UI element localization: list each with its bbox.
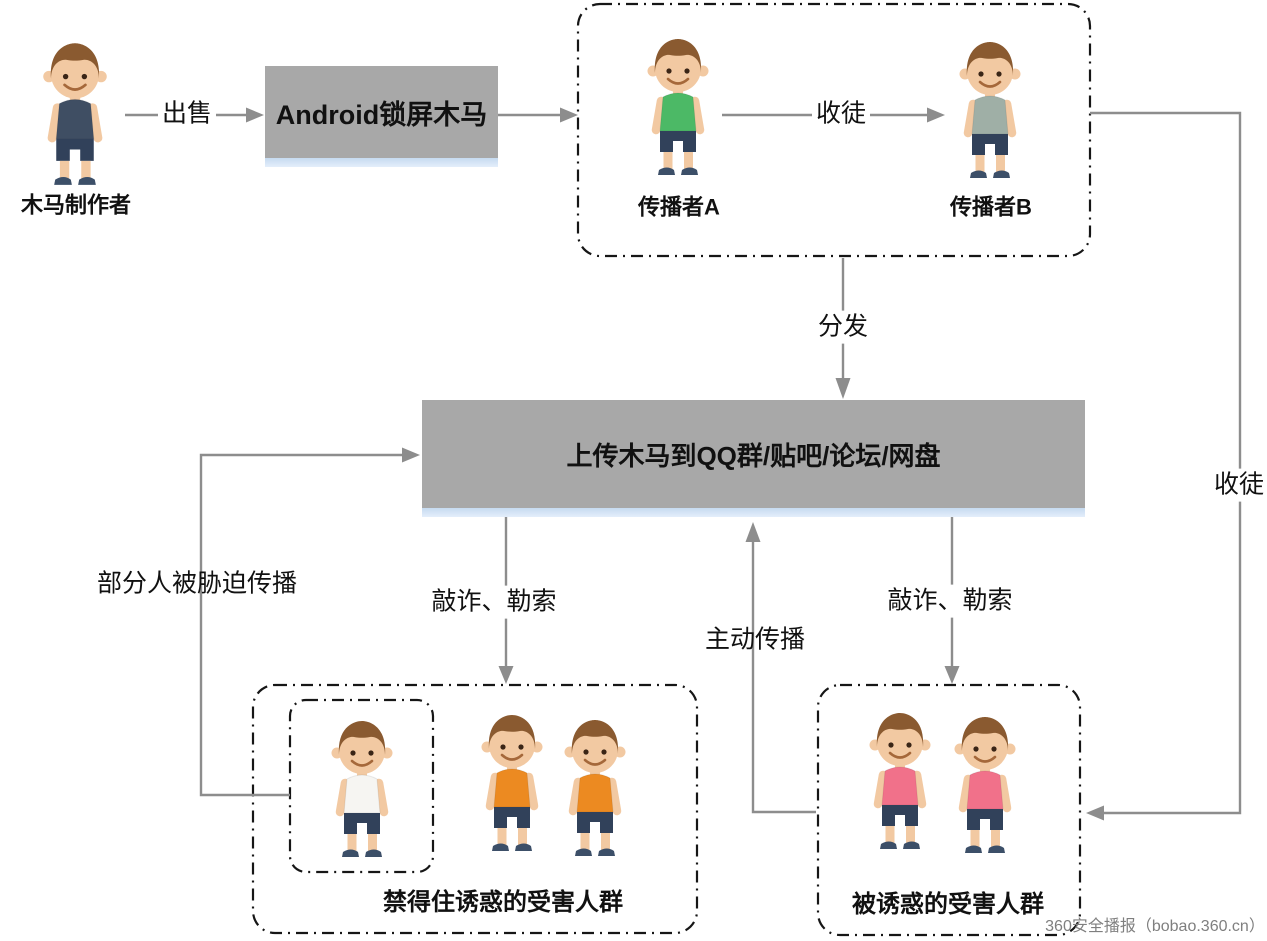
arrowhead-active-spread xyxy=(745,522,761,542)
upload-node-box: 上传木马到QQ群/贴吧/论坛/网盘 xyxy=(422,400,1085,517)
arrowhead-coerced xyxy=(402,447,420,463)
edge-label-recruit-top: 收徒 xyxy=(811,97,871,131)
spreaders-group-border xyxy=(576,2,1092,258)
connector-coerced xyxy=(199,453,402,797)
figure-resist-victim-white xyxy=(314,712,410,864)
watermark-360-bobao: 360安全播报（bobao.360.cn） xyxy=(1045,918,1265,935)
edge-label-distribute: 分发 xyxy=(813,310,873,344)
edge-label-coerced: 部分人被胁迫传播 xyxy=(96,569,298,598)
caption-resist-victims: 禁得住诱惑的受害人群 xyxy=(383,889,623,917)
arrowhead-sell xyxy=(246,107,264,123)
label-spreader-a: 传播者A xyxy=(638,194,720,220)
tempted-victims-group-border xyxy=(816,683,1082,937)
arrowhead-distribute xyxy=(835,378,851,399)
edge-label-sell: 出售 xyxy=(157,97,217,131)
resist-inner-border xyxy=(288,698,435,874)
connector-active-spread xyxy=(751,542,816,814)
figure-tempted-victim-pink-1 xyxy=(852,704,948,856)
edge-label-extort-right: 敲诈、勒索 xyxy=(883,584,1017,618)
figure-resist-victim-orange-1 xyxy=(464,706,560,858)
label-spreader-b: 传播者B xyxy=(950,194,1032,220)
arrowhead-extort-right xyxy=(944,666,960,684)
edge-label-extort-left: 敲诈、勒索 xyxy=(427,585,561,619)
figure-trojan-maker xyxy=(25,34,125,192)
resist-victims-group-border xyxy=(251,683,699,935)
trojan-node-box: Android锁屏木马 xyxy=(265,66,498,167)
caption-tempted-victims: 被诱惑的受害人群 xyxy=(852,891,1044,919)
figure-resist-victim-orange-2 xyxy=(547,711,643,863)
figure-spreader-a xyxy=(630,30,726,182)
figure-tempted-victim-pink-2 xyxy=(937,708,1033,860)
arrowhead-recruit-right xyxy=(1086,805,1104,821)
figure-spreader-b xyxy=(942,33,1038,185)
arrowhead-extort-left xyxy=(498,666,514,684)
label-trojan-maker: 木马制作者 xyxy=(20,192,132,218)
arrowhead-recruit-top xyxy=(927,107,945,123)
edge-label-active-spread: 主动传播 xyxy=(704,625,806,654)
trojan-node-label: Android锁屏木马 xyxy=(275,99,488,130)
upload-node-label: 上传木马到QQ群/贴吧/论坛/网盘 xyxy=(566,440,941,471)
arrowhead-to-spreaders xyxy=(560,107,578,123)
connector-recruit-right xyxy=(1090,111,1242,815)
edge-label-recruit-right: 收徒 xyxy=(1209,468,1267,502)
